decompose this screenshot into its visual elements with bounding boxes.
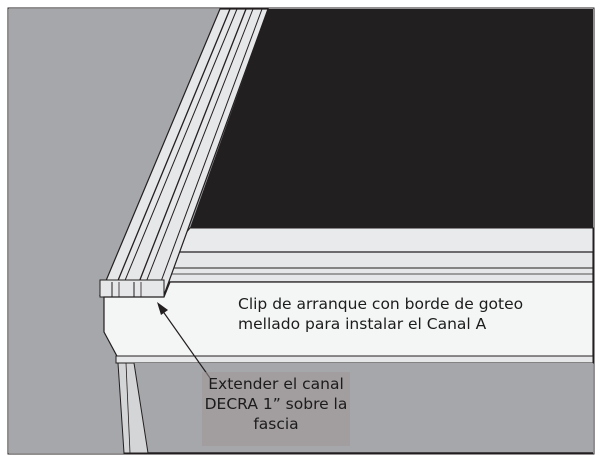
fascia <box>103 281 594 359</box>
rake-trim-end <box>99 279 165 298</box>
callout-extend-line1: Extender el canal <box>208 375 344 393</box>
lower-wall <box>118 363 593 453</box>
callout-clip-line1: Clip de arranque con borde de goteo <box>238 295 524 313</box>
fascia-lower-trim <box>115 355 594 364</box>
gutter-channel <box>151 251 594 283</box>
callout-clip-label: Clip de arranque con borde de goteo mell… <box>238 294 598 334</box>
callout-extend-label: Extender el canal DECRA 1” sobre la fasc… <box>202 372 350 446</box>
callout-clip-line2: mellado para instalar el Canal A <box>238 315 487 333</box>
roof-strip <box>168 227 594 253</box>
callout-arrowhead <box>157 302 168 315</box>
roof-panel <box>190 9 593 228</box>
callout-arrow-line <box>161 309 211 379</box>
callout-extend-line2: DECRA 1” sobre la <box>204 395 348 413</box>
callout-extend-line3: fascia <box>253 415 299 433</box>
